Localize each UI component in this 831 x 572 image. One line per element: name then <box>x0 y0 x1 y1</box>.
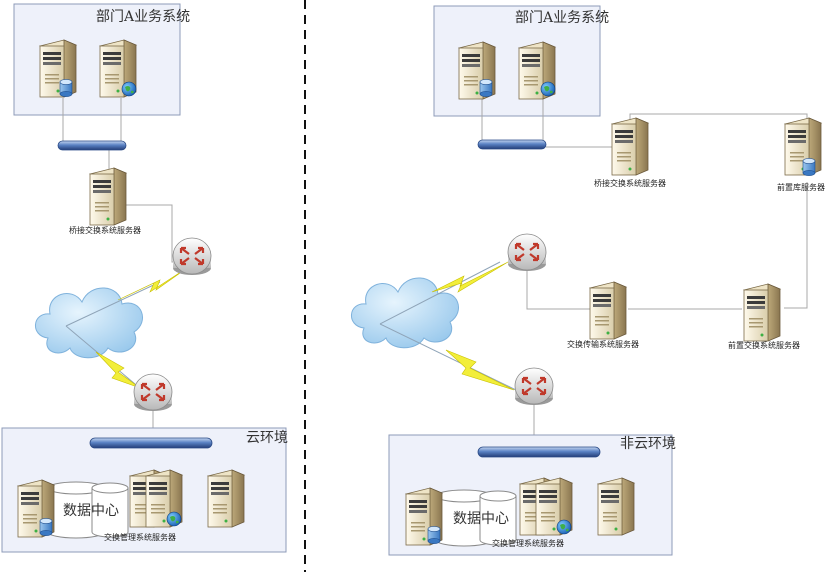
right-frontdb-database-icon <box>802 158 816 176</box>
left-mgmt-server-label: 交换管理系统服务器 <box>104 532 176 542</box>
right-mgmt-globe-icon <box>556 519 572 535</box>
right-front-exchange-server-icon <box>743 283 781 342</box>
right-bridge-server-icon <box>611 117 649 176</box>
left-bridge-server-icon <box>89 167 127 226</box>
left-cloud-link-upper <box>65 281 161 327</box>
database-icon <box>59 79 73 97</box>
left-dc-database-icon <box>39 518 53 536</box>
right-database-icon <box>479 79 493 97</box>
right-diagram: 部门A业务系统 桥接交换系统服务器 前置库服务器 交换传输系统服务器 前置交换系 <box>350 5 825 556</box>
right-transfer-server-label: 交换传输系统服务器 <box>567 339 639 349</box>
left-upper-router-icon <box>171 236 213 277</box>
right-extra-server-icon <box>597 477 635 536</box>
left-extra-server-icon <box>207 469 245 528</box>
left-env-bus-bar-icon <box>89 437 213 449</box>
globe-icon <box>121 81 137 97</box>
left-bridge-server-label: 桥接交换系统服务器 <box>69 225 141 235</box>
right-lightning-lower-icon <box>445 349 515 391</box>
left-top-bus-bar-icon <box>57 140 127 151</box>
right-lower-router-icon <box>513 366 555 407</box>
right-front-exchange-server-label: 前置交换系统服务器 <box>728 340 800 350</box>
left-lower-router-icon <box>132 372 174 413</box>
right-cloud-link-upper <box>379 261 501 325</box>
right-top-bus-bar-icon <box>477 139 547 150</box>
right-data-center-label: 数据中心 <box>453 511 509 527</box>
right-bridge-server-label: 桥接交换系统服务器 <box>594 178 666 188</box>
right-department-title: 部门A业务系统 <box>515 10 609 26</box>
right-cloud-link-lower <box>379 323 517 391</box>
right-frontdb-server-label: 前置库服务器 <box>777 182 825 192</box>
right-upper-router-icon <box>506 232 548 273</box>
left-data-center-label: 数据中心 <box>63 503 119 519</box>
left-department-title: 部门A业务系统 <box>96 9 190 25</box>
right-environment-title: 非云环境 <box>620 436 676 452</box>
left-cloud-icon <box>34 287 144 359</box>
right-env-bus-bar-icon <box>477 446 601 458</box>
left-diagram: 部门A业务系统 桥接交换系统服务器 <box>1 3 288 553</box>
left-mgmt-globe-icon <box>166 511 182 527</box>
right-transfer-server-icon <box>589 281 627 340</box>
right-dc-database-icon <box>427 526 441 544</box>
right-mgmt-server-label: 交换管理系统服务器 <box>492 538 564 548</box>
right-globe-icon <box>540 81 556 97</box>
left-environment-title: 云环境 <box>246 430 288 446</box>
